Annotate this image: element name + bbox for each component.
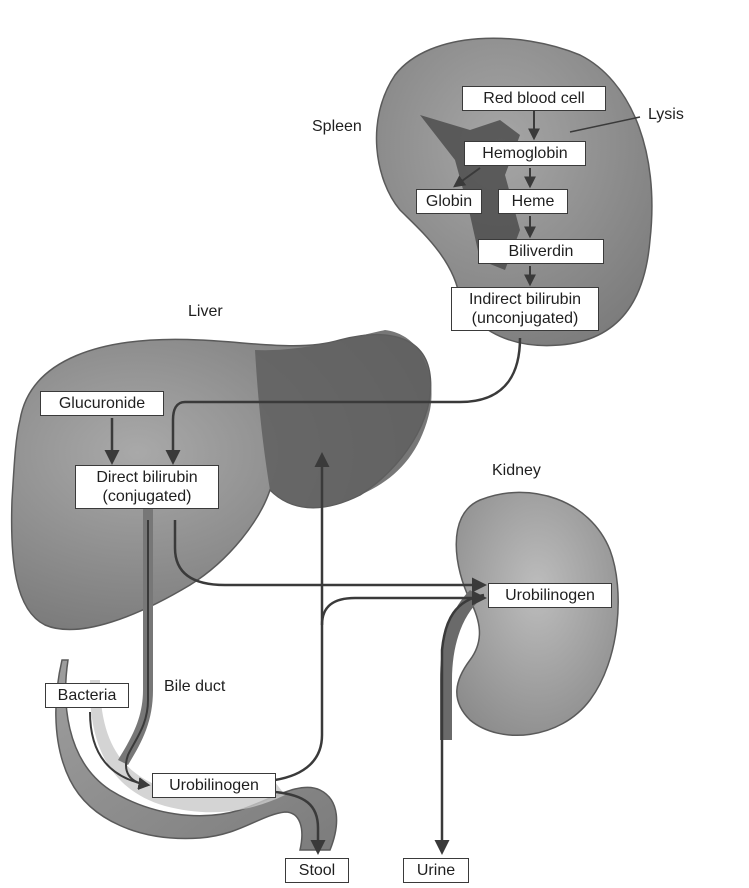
kidney-shape xyxy=(456,492,618,735)
urine-box: Urine xyxy=(403,858,469,883)
heme-box: Heme xyxy=(498,189,568,214)
heme-text: Heme xyxy=(512,193,555,210)
urobilinogen-intestine-box: Urobilinogen xyxy=(152,773,276,798)
red-blood-cell-box: Red blood cell xyxy=(462,86,606,111)
biliverdin-text: Biliverdin xyxy=(509,243,574,260)
bacteria-text: Bacteria xyxy=(58,687,117,704)
direct-bilirubin-line1: Direct bilirubin xyxy=(80,468,214,487)
glucuronide-box: Glucuronide xyxy=(40,391,164,416)
globin-box: Globin xyxy=(416,189,482,214)
indirect-bilirubin-line2: (unconjugated) xyxy=(456,309,594,328)
urobilinogen-kidney-box: Urobilinogen xyxy=(488,583,612,608)
spleen-label: Spleen xyxy=(312,118,362,136)
bile-duct-label: Bile duct xyxy=(164,678,225,696)
urine-text: Urine xyxy=(417,862,455,879)
hemoglobin-text: Hemoglobin xyxy=(482,145,567,162)
direct-bilirubin-box: Direct bilirubin (conjugated) xyxy=(75,465,219,509)
globin-text: Globin xyxy=(426,193,472,210)
kidney-label: Kidney xyxy=(492,462,541,480)
bacteria-box: Bacteria xyxy=(45,683,129,708)
stool-text: Stool xyxy=(299,862,335,879)
indirect-bilirubin-line1: Indirect bilirubin xyxy=(456,290,594,309)
glucuronide-text: Glucuronide xyxy=(59,395,145,412)
urobilinogen-kidney-text: Urobilinogen xyxy=(505,587,595,604)
red-blood-cell-text: Red blood cell xyxy=(483,90,584,107)
lysis-label: Lysis xyxy=(648,106,684,124)
stool-box: Stool xyxy=(285,858,349,883)
biliverdin-box: Biliverdin xyxy=(478,239,604,264)
hemoglobin-box: Hemoglobin xyxy=(464,141,586,166)
urobilinogen-intestine-text: Urobilinogen xyxy=(169,777,259,794)
direct-bilirubin-line2: (conjugated) xyxy=(80,487,214,506)
liver-label: Liver xyxy=(188,303,223,321)
indirect-bilirubin-box: Indirect bilirubin (unconjugated) xyxy=(451,287,599,331)
liver-right-lobe xyxy=(255,330,432,508)
